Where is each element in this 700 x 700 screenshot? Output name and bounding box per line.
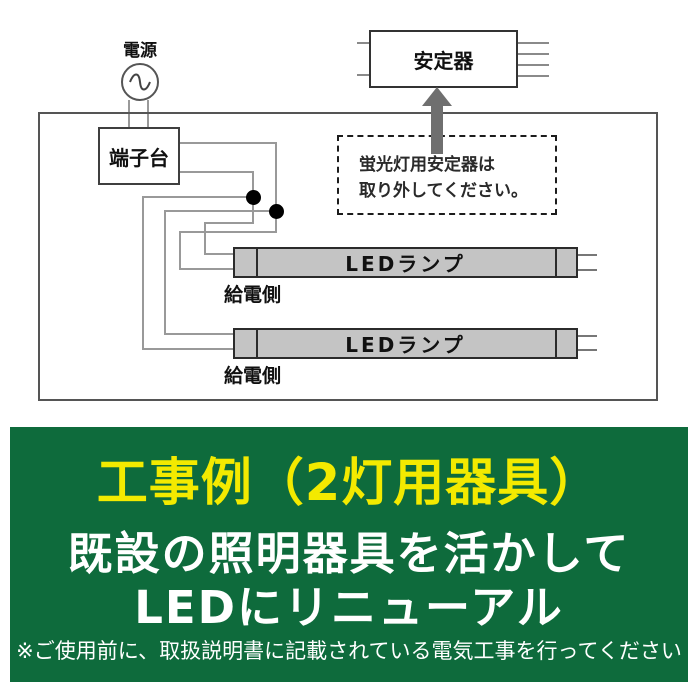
led-lamp-2: LEDランプ [233,328,578,359]
led-lamp-2-label: LEDランプ [345,333,466,357]
lamp-pin [578,269,597,271]
feed-side-label-2: 給電側 [224,365,282,387]
wire-segment [180,171,254,173]
ballast-stub-right [517,75,549,77]
ballast-stub-left [357,74,369,76]
lamp-end-divider [555,330,557,357]
banner-title: 工事例（2灯用器具） [96,454,602,513]
ballast-note-line1: 蛍光灯用安定器は [359,155,495,175]
wire-segment [275,211,277,233]
terminal-block-label: 端子台 [109,145,169,170]
lamp-end-divider [555,249,557,276]
wire-segment [164,210,166,335]
terminal-block-box: 端子台 [98,127,180,185]
wire-segment [204,222,206,255]
wire-segment [180,142,277,144]
wire-segment [179,268,235,270]
wire-segment [204,253,235,255]
lamp-pin [578,335,597,337]
wire-segment [179,231,277,233]
ballast-stub-right [517,64,549,66]
wire-segment [128,100,130,128]
lamp-pin [578,349,597,351]
wire-segment [142,196,144,350]
wire-segment [142,196,254,198]
ac-sine-icon [129,73,151,91]
up-arrow-icon [431,105,443,154]
ballast-label: 安定器 [413,48,474,73]
banner-note: ※ご使用前に、取扱説明書に記載されている電気工事を行ってください [16,639,682,663]
lamp-pin [578,254,597,256]
wire-segment [252,197,254,224]
ac-source-circle [121,63,159,101]
junction-dot [269,204,284,219]
feed-side-label-1: 給電側 [224,284,282,306]
ballast-stub-right [517,53,549,55]
fixture-outline-rect [38,112,658,401]
led-lamp-1-label: LEDランプ [345,252,466,276]
ballast-box: 安定器 [369,30,518,88]
banner-headline-line1: 既設の照明器具を活かして [67,527,631,580]
wire-segment [142,348,235,350]
wire-segment [164,210,277,212]
banner: 工事例（2灯用器具） 既設の照明器具を活かして LEDにリニューアル ※ご使用前… [10,427,688,682]
wire-segment [275,142,277,212]
wire-segment [164,333,235,335]
junction-dot [246,190,261,205]
wire-segment [204,222,254,224]
ballast-stub-right [517,42,549,44]
lamp-end-divider [256,330,258,357]
up-arrow-icon [422,87,452,106]
wire-segment [179,231,181,270]
power-source-label: 電源 [123,41,157,61]
ballast-note-line2: 取り外してください。 [359,181,528,201]
wire-segment [147,100,149,128]
wire-segment [252,171,254,198]
lamp-end-divider [256,249,258,276]
banner-headline-line2: LEDにリニューアル [134,581,564,634]
ballast-stub-left [357,42,369,44]
led-lamp-1: LEDランプ [233,247,578,278]
ballast-note-box: 蛍光灯用安定器は 取り外してください。 [337,135,557,215]
